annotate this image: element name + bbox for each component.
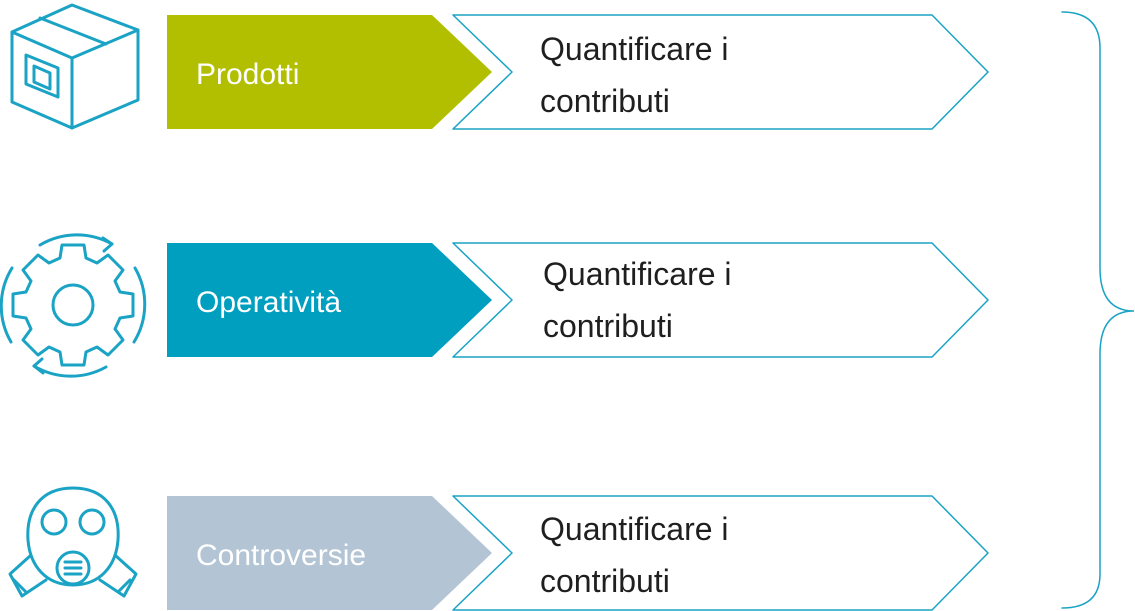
row-operativita: Operatività Quantificare i contributi	[0, 233, 989, 378]
row-prodotti: Prodotti Quantificare i contributi	[10, 3, 989, 130]
controversie-label: Controversie	[196, 539, 366, 572]
operativita-label-chevron	[167, 243, 492, 357]
prodotti-desc-line2: contributi	[540, 83, 670, 119]
controversie-desc-chevron	[452, 495, 989, 611]
box-icon	[10, 3, 140, 130]
prodotti-desc-chevron	[452, 14, 989, 130]
prodotti-label-chevron	[167, 15, 492, 129]
controversie-desc-line1: Quantificare i	[540, 511, 729, 547]
row-controversie: Controversie Quantificare i contributi	[8, 486, 989, 611]
controversie-desc-line2: contributi	[540, 563, 670, 599]
gas-mask-icon	[8, 486, 138, 598]
prodotti-label: Prodotti	[196, 58, 299, 91]
right-curly-brace	[1061, 11, 1135, 609]
operativita-label: Operatività	[196, 286, 341, 319]
operativita-desc-line1: Quantificare i	[543, 256, 732, 292]
operativita-desc-line2: contributi	[543, 308, 673, 344]
operativita-desc-chevron	[452, 242, 989, 358]
controversie-label-chevron	[167, 496, 492, 610]
prodotti-desc-line1: Quantificare i	[540, 31, 729, 67]
gear-cycle-icon	[0, 233, 147, 378]
